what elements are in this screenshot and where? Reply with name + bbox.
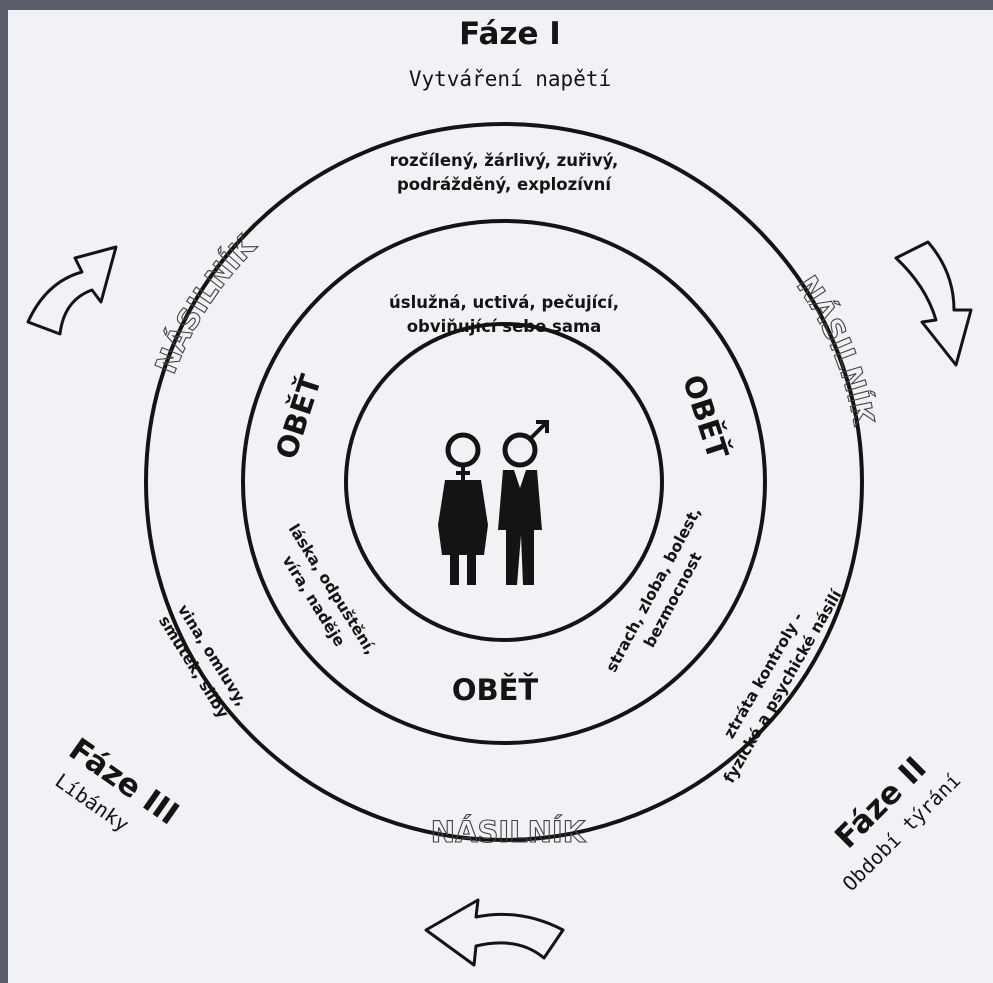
arrow-right-down-icon <box>894 240 973 367</box>
outer-right-line-2: fyzické a psychické násilí <box>720 586 846 786</box>
victim-label-bottom: OBĚŤ <box>452 673 539 707</box>
victim-label-left: OBĚŤ <box>269 370 328 463</box>
victim-label-right: OBĚŤ <box>676 371 735 464</box>
arrow-bottom-left-icon <box>424 898 565 967</box>
perpetrator-label-left: NÁSILNÍK <box>148 227 263 378</box>
outer-top-line-2: podrážděný, explozívní <box>397 175 612 194</box>
perpetrator-label-bottom: NÁSILNÍK <box>431 815 587 849</box>
perpetrator-label-right: NÁSILNÍK <box>790 270 881 429</box>
phase-1-subtitle: Vytváření napětí <box>409 67 611 91</box>
middle-top-line-2: obviňující sebe sama <box>407 317 602 336</box>
middle-ring <box>241 219 767 745</box>
diagram-paper: Fáze I Vytváření napětí Fáze III Líbánky… <box>8 10 993 983</box>
outer-ring <box>144 122 864 842</box>
cycle-of-violence-diagram: Fáze I Vytváření napětí Fáze III Líbánky… <box>26 16 973 967</box>
phase-1-title: Fáze I <box>459 16 561 52</box>
outer-top-line-1: rozčílený, žárlivý, zuřivý, <box>390 151 619 170</box>
couple-gender-icon <box>438 420 549 585</box>
middle-top-line-1: úslužná, uctivá, pečující, <box>389 293 619 312</box>
inner-ring <box>344 322 664 642</box>
arrow-left-up-icon <box>26 245 118 336</box>
